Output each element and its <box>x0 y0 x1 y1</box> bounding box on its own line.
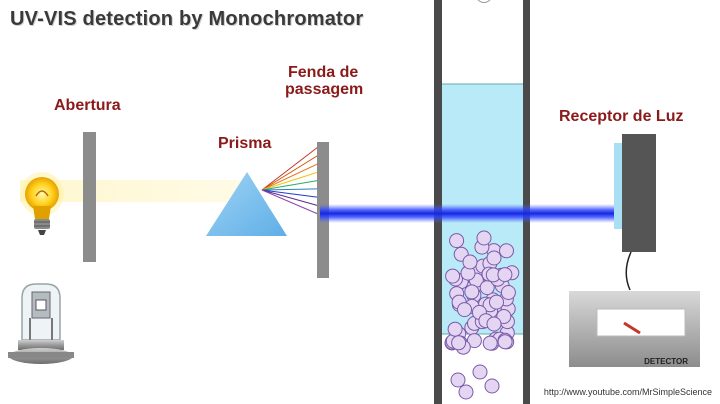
spectrum-ray <box>261 189 319 198</box>
particle <box>458 384 474 400</box>
particle <box>451 335 467 351</box>
receptor-window <box>614 143 622 229</box>
particle <box>476 230 492 246</box>
particle <box>472 364 488 380</box>
spectrum-ray <box>261 188 319 191</box>
spectrum-rays <box>261 146 319 215</box>
spectrum-ray <box>261 180 319 191</box>
particle <box>486 250 502 266</box>
source-url: http://www.youtube.com/MrSimpleScience <box>543 387 712 397</box>
detector-meter: DETECTOR <box>569 291 700 367</box>
spectrum-ray <box>261 146 319 191</box>
receptor-cable <box>625 251 632 291</box>
label-prisma: Prisma <box>218 135 272 152</box>
particle <box>497 267 513 283</box>
particle <box>466 333 482 349</box>
particle <box>486 316 502 332</box>
sample-particles <box>444 230 520 400</box>
particle <box>484 378 500 394</box>
detector-label: DETECTOR <box>644 357 688 366</box>
light-bulb-icon <box>20 172 64 235</box>
page-title: UV-VIS detection by Monochromator <box>10 8 364 30</box>
light-receptor <box>622 134 656 252</box>
particle <box>447 321 463 337</box>
particle <box>464 284 480 300</box>
label-receptor: Receptor de Luz <box>559 108 684 125</box>
prism <box>206 172 287 236</box>
label-abertura: Abertura <box>54 97 121 114</box>
particle <box>489 294 504 310</box>
white-light-beam <box>20 180 252 202</box>
spectrum-ray <box>261 189 319 207</box>
spectrum-ray <box>261 163 319 191</box>
spectrum-ray <box>261 189 319 215</box>
particle <box>457 302 472 318</box>
particle <box>499 243 514 259</box>
label-fenda-line1: Fenda de <box>288 64 359 81</box>
particle <box>497 334 513 350</box>
particle <box>450 372 466 388</box>
particle <box>445 268 461 284</box>
particle <box>482 335 498 351</box>
label-fenda-line2: passagem <box>285 81 364 98</box>
spectrum-ray <box>261 171 319 191</box>
deuterium-lamp-icon <box>8 283 74 364</box>
particle <box>462 254 478 270</box>
particle <box>449 233 465 249</box>
spectrum-ray <box>261 154 319 191</box>
aperture-plate <box>83 132 96 262</box>
blue-light-beam <box>320 204 622 223</box>
particle <box>500 285 516 300</box>
